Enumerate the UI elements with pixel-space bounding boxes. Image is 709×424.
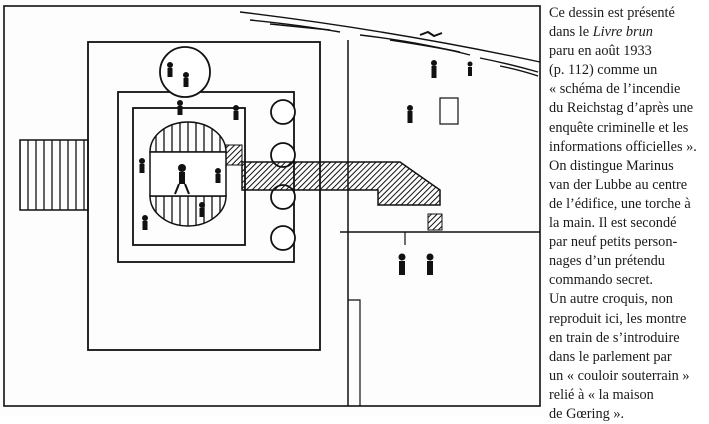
caption-line: enquête criminelle et les: [549, 119, 689, 136]
underground-corridor: [241, 161, 441, 206]
dome: [159, 46, 211, 98]
caption-line: dans le Livre brun: [549, 23, 709, 42]
caption-line: dans le parlement par: [549, 348, 672, 365]
river: [239, 11, 541, 77]
caption-line: relié à « la maison: [549, 386, 654, 403]
figures: [139, 60, 473, 275]
caption-line: Un autre croquis, non: [549, 291, 673, 308]
building-outline: [87, 41, 321, 351]
caption-line: en train de s’introduire: [549, 329, 680, 346]
caption-line: (p. 112) comme un: [549, 62, 658, 79]
reichstag-plan-drawing: [3, 5, 541, 407]
caption-line: la main. Il est secondé: [549, 215, 677, 232]
left-wing: [19, 139, 89, 211]
book-title: Livre brun: [592, 24, 653, 41]
drawing-frame: [3, 5, 541, 407]
caption-line: Ce dessin est présenté: [549, 5, 675, 21]
caption-line: de Gœring ».: [549, 405, 625, 422]
caption-line: par neuf petits person-: [549, 234, 678, 251]
caption-line: du Reichstag d’après une: [549, 100, 694, 117]
caption-line: de l’édifice, une torche à: [549, 195, 691, 212]
caption-line: On distingue Marinus: [549, 157, 674, 174]
caption-line: nages d’un prétendu: [549, 253, 665, 270]
caption-line: un « couloir souterrain »: [549, 367, 690, 384]
caption-line: « schéma de l’incendie: [549, 81, 681, 98]
caption-line: paru en août 1933: [549, 43, 652, 60]
caption-line: van der Lubbe au centre: [549, 176, 688, 193]
caption-line: reproduit ici, les montre: [549, 310, 687, 327]
caption-line: informations officielles ».: [549, 138, 697, 155]
caption: Ce dessin est présenté dans le Livre bru…: [549, 4, 709, 424]
caption-text: dans le: [549, 24, 593, 41]
caption-line: commando secret.: [549, 272, 654, 289]
